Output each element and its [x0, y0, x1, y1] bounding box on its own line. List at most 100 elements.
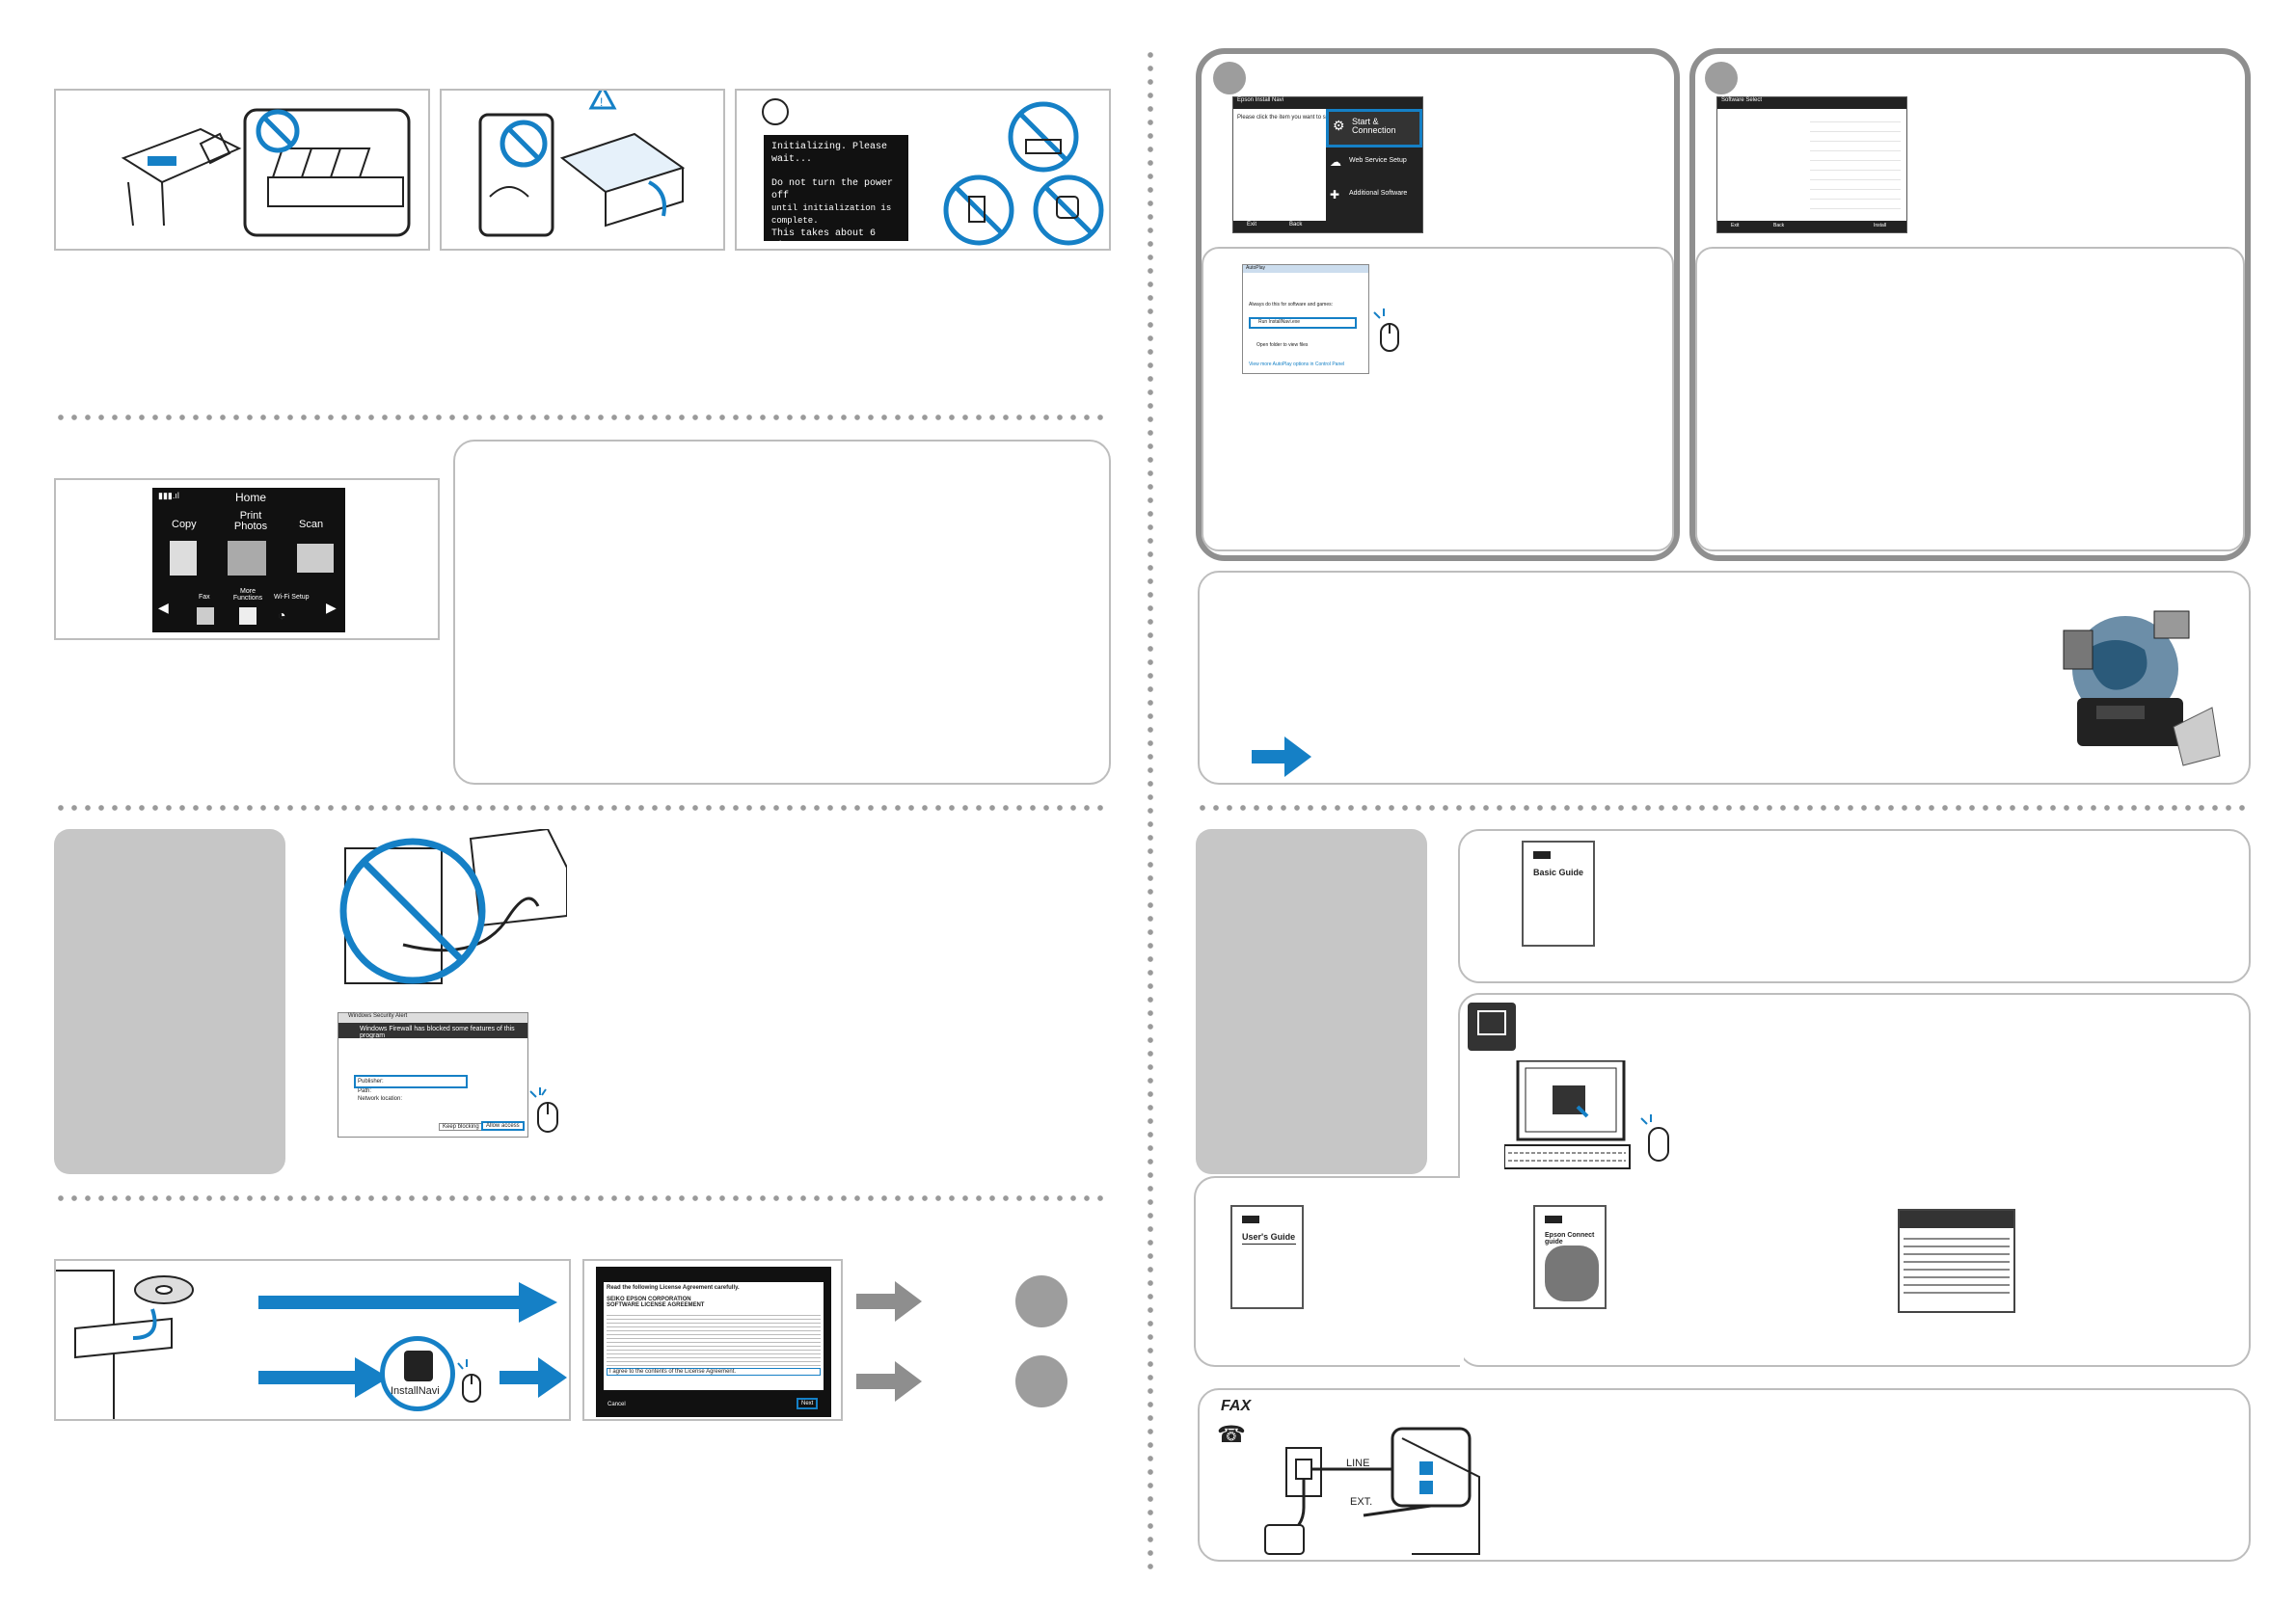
fax-phone-icon: ☎ [1217, 1422, 1246, 1448]
keep-blocking-button[interactable]: Keep blocking [439, 1123, 483, 1131]
firewall-highlight [354, 1075, 468, 1088]
fax-icon [197, 607, 214, 625]
home-item-more[interactable]: More Functions [232, 588, 263, 602]
lcd-line-4: This takes about 6 minutes. [771, 228, 877, 252]
guides-panel [1458, 993, 2251, 1367]
panel-b-badge [1705, 62, 1738, 94]
users-guide-rule [1242, 1244, 1296, 1245]
panel-a-badge [1213, 62, 1246, 94]
license-next-button[interactable]: Next [797, 1398, 819, 1409]
plus-icon: ✚ [1330, 188, 1340, 201]
ext-label: EXT. [1350, 1496, 1373, 1508]
scanner-unit-illustration: ! [440, 83, 725, 251]
software-select-window: Software Select Exit Back Install [1716, 96, 1907, 233]
additional-software-label: Additional Software [1349, 190, 1408, 197]
left-arrow-icon[interactable]: ◀ [158, 600, 169, 615]
license-subtitle-2: SOFTWARE LICENSE AGREEMENT [607, 1302, 705, 1308]
install-navi-icon[interactable]: InstallNavi [380, 1336, 455, 1411]
epson-logo-3 [1545, 1216, 1562, 1223]
install-navi-glyph [404, 1351, 433, 1381]
license-box: Read the following License Agreement car… [582, 1259, 843, 1421]
autoplay-window: AutoPlay Always do this for software and… [1242, 264, 1369, 374]
basic-guide-doc: Basic Guide [1522, 841, 1595, 947]
users-guide-title: User's Guide [1242, 1232, 1296, 1242]
right-arrow-icon[interactable]: ▶ [326, 600, 337, 615]
software-select-title: Software Select [1717, 97, 1906, 109]
usb-no-connect-illustration [339, 829, 567, 984]
epson-logo [1533, 851, 1551, 859]
center-divider [1148, 48, 1153, 1576]
software-install[interactable]: Install [1874, 223, 1887, 228]
separator-3 [54, 1195, 1111, 1201]
blue-arrow-icon [1252, 737, 1311, 777]
home-screen-box: ▮▮▮.ıl Home Copy Print Photos Scan ◀ ▶ F… [54, 478, 440, 640]
installer-exit[interactable]: Exit [1247, 222, 1257, 228]
home-item-wifi[interactable]: Wi-Fi Setup [274, 594, 310, 601]
gray-arrow-b [856, 1361, 922, 1402]
line-label: LINE [1346, 1458, 1370, 1469]
note-panel-right [1196, 829, 1427, 1174]
no-power-off-icons [943, 101, 1104, 246]
network-label: Network location: [358, 1096, 403, 1102]
step-circle-a [1015, 1275, 1067, 1327]
network-guide-image [1545, 1245, 1599, 1301]
online-guide-screenshot [1898, 1209, 2015, 1313]
home-item-print-photos[interactable]: Print Photos [233, 510, 268, 532]
separator-4 [1196, 805, 2253, 811]
timer-icon [762, 98, 789, 125]
mouse-click-icon-3 [1373, 308, 1399, 352]
scan-icon [297, 544, 334, 573]
guides-panel-join [1456, 1178, 1464, 1365]
home-lcd: ▮▮▮.ıl Home Copy Print Photos Scan ◀ ▶ F… [152, 488, 345, 632]
desktop-shortcut-icon[interactable] [1468, 1003, 1516, 1051]
installer-prompt: Please click the item you want to set up… [1237, 115, 1340, 121]
gray-arrow-a [856, 1281, 922, 1322]
cd-insert-box: InstallNavi [54, 1259, 571, 1421]
license-body: Read the following License Agreement car… [604, 1282, 824, 1390]
mouse-click-icon-2 [457, 1359, 481, 1403]
start-connection-button[interactable]: ⚙ Start & Connection [1326, 109, 1422, 147]
home-item-scan[interactable]: Scan [299, 519, 324, 530]
additional-software-button[interactable]: ✚ Additional Software [1326, 186, 1422, 213]
web-service-button[interactable]: ☁ Web Service Setup [1326, 153, 1422, 180]
epson-connect-panel [1198, 571, 2251, 785]
installer-footer [1233, 221, 1422, 232]
lcd-line-2: Do not turn the power off [771, 178, 894, 201]
software-exit[interactable]: Exit [1731, 223, 1740, 228]
software-back[interactable]: Back [1773, 223, 1785, 228]
printer-lcd: Initializing. Please wait... Do not turn… [764, 135, 908, 252]
firewall-heading: Windows Firewall has blocked some featur… [338, 1023, 527, 1039]
allow-access-button[interactable]: Allow access [481, 1121, 525, 1131]
users-guide-doc: User's Guide [1230, 1205, 1304, 1309]
fax-panel: FAX ☎ LINE EXT. [1198, 1388, 2251, 1562]
installer-title: Epson Install Navi [1233, 97, 1422, 109]
autoplay-link[interactable]: View more AutoPlay options in Control Pa… [1249, 362, 1345, 367]
svg-text:!: ! [600, 95, 603, 109]
firewall-title: Windows Security Alert [338, 1013, 527, 1023]
autoplay-box: AutoPlay Always do this for software and… [1202, 247, 1674, 551]
text-panel-home [453, 440, 1111, 785]
lcd-line-3: until initialization is complete. [771, 203, 892, 226]
note-panel-left [54, 829, 285, 1174]
installer-back[interactable]: Back [1289, 222, 1303, 228]
license-cancel-button[interactable]: Cancel [608, 1402, 626, 1407]
panel-b: Software Select Exit Back Install [1689, 48, 2251, 561]
more-icon [239, 607, 257, 625]
step-circle-b [1015, 1355, 1067, 1407]
software-list [1810, 113, 1901, 209]
basic-guide-title: Basic Guide [1533, 868, 1584, 877]
online-guide-lines [1904, 1232, 2010, 1299]
autoplay-option: Always do this for software and games: [1249, 302, 1333, 308]
home-item-copy[interactable]: Copy [172, 519, 197, 530]
autoplay-run[interactable]: Run InstallNavi.exe [1249, 317, 1357, 329]
cartridge-illustration [54, 89, 430, 251]
license-title: Read the following License Agreement car… [607, 1285, 740, 1291]
license-agree-checkbox[interactable]: I agree to the contents of the License A… [607, 1368, 821, 1376]
autoplay-folder[interactable]: Open folder to view files [1256, 342, 1309, 348]
autoplay-title: AutoPlay [1243, 265, 1368, 273]
home-item-fax[interactable]: Fax [199, 594, 210, 601]
start-connection-label: Start & Connection [1352, 117, 1396, 135]
online-guide-header [1900, 1211, 2013, 1228]
fax-connection-illustration [1264, 1427, 1480, 1555]
home-title: Home [235, 491, 267, 504]
